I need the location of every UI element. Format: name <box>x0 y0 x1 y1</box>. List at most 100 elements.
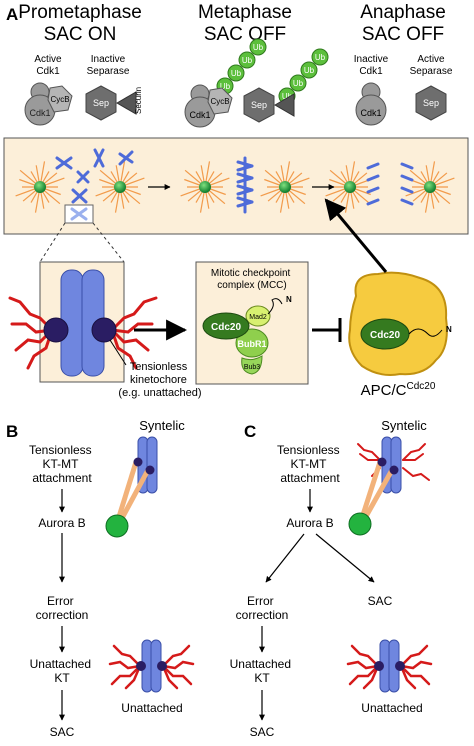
panel-c-sac-right: SAC <box>368 594 393 608</box>
mcc-n-terminus: N <box>286 295 292 304</box>
ub-chain-securin: Ub Ub Ub Ub <box>278 48 329 105</box>
panel-b-syntelic-chromosome <box>105 436 158 538</box>
ub-label: Ub <box>282 92 293 101</box>
panel-b-unattached-label: Unattached <box>121 701 182 715</box>
kinetochore-line1: Tensionless <box>130 361 188 373</box>
cdk1-label: Cdk1 <box>29 108 50 118</box>
anaphase-state: SAC OFF <box>362 24 444 45</box>
anaphase-separase: Sep <box>415 85 447 121</box>
panel-c-aurora: Aurora B <box>286 516 333 530</box>
panel-a-letter: A <box>6 5 18 24</box>
mcc-title-line1: Mitotic checkpoint <box>211 268 291 279</box>
metaphase-state: SAC OFF <box>204 24 286 45</box>
mcc-title-line2: complex (MCC) <box>217 280 286 291</box>
cdc20-label: Cdc20 <box>211 322 241 333</box>
mad2-label: Mad2 <box>249 314 267 321</box>
anaphase-cdk1: Cdk1 <box>355 82 387 126</box>
flow-b-5: Error <box>47 594 74 608</box>
flow-b-8: KT <box>54 671 70 685</box>
spindle-pole <box>279 181 291 193</box>
apc-c-superscript: Cdc20 <box>406 381 435 392</box>
panel-c-unattached-chromosome <box>346 639 433 693</box>
sep-label: Sep <box>93 98 109 108</box>
flow-b-7: Unattached <box>30 657 91 671</box>
apc-activation-arrow <box>324 198 388 273</box>
panel-b-aurora: Aurora B <box>38 516 85 530</box>
prometaphase-state: SAC ON <box>44 24 117 45</box>
flow-c-3: attachment <box>280 471 340 485</box>
metaphase-title: Metaphase <box>198 2 292 23</box>
cdk1-label: Cdk1 <box>189 110 210 120</box>
ub-label: Ub <box>253 43 264 52</box>
kinetochore-line2: kinetochore <box>130 374 187 386</box>
flow-arrow-left <box>265 533 305 583</box>
spindle-pole <box>199 181 211 193</box>
apc-c-main: APC/C <box>361 382 407 399</box>
spindle-pole <box>344 181 356 193</box>
zoomed-chromosome <box>60 269 105 377</box>
cycb-label: CycB <box>50 95 69 104</box>
kinetochore-line3: (e.g. unattached) <box>118 387 201 399</box>
flow-c-2: KT-MT <box>290 457 327 471</box>
flow-b-1: Tensionless <box>29 443 92 457</box>
flow-c-9: KT <box>254 671 270 685</box>
metaphase-separase-securin: Sep <box>243 87 295 123</box>
metaphase-cdk1-cycb: CycB Cdk1 <box>184 84 233 128</box>
inactive-separase-line1: Inactive <box>91 54 126 65</box>
mcc-complex: Cdc20 Mad2 BubR1 Bub3 N <box>202 295 292 375</box>
spindle-pole <box>424 181 436 193</box>
flow-c-5: Error <box>247 594 274 608</box>
panel-c-syntelic-title: Syntelic <box>381 418 427 433</box>
separase-securin-complex: Sep Securin <box>85 85 143 121</box>
kinetochore <box>43 317 69 343</box>
panel-b-tensionless: Tensionless KT-MT attachment <box>29 443 95 485</box>
panel-b-letter: B <box>6 422 18 441</box>
ub-label: Ub <box>315 53 326 62</box>
active-separase-line2: Separase <box>410 66 453 77</box>
inactive-cdk1-line2: Cdk1 <box>359 66 383 77</box>
ub-label: Ub <box>220 82 231 91</box>
panel-c-syntelic-chromosome <box>348 436 430 536</box>
flow-b-6: correction <box>36 608 89 622</box>
flow-b-2: KT-MT <box>42 457 79 471</box>
panel-c-tensionless: Tensionless KT-MT attachment <box>277 443 343 485</box>
inactive-separase-line2: Separase <box>87 66 130 77</box>
ub-label: Ub <box>304 66 315 75</box>
flow-arrow-right <box>315 533 375 583</box>
spindle-pole <box>34 181 46 193</box>
panel-c-unattached-kt: Unattached KT <box>230 657 295 685</box>
flow-b-3: attachment <box>32 471 92 485</box>
panel-b-unattached-chromosome <box>108 639 195 693</box>
flow-c-8: Unattached <box>230 657 291 671</box>
panel-c-sac-bottom: SAC <box>250 725 275 739</box>
apc-n-terminus: N <box>446 325 452 334</box>
inactive-cdk1-line1: Inactive <box>354 54 389 65</box>
scattered-chromosomes <box>55 148 134 204</box>
flow-c-6: correction <box>236 608 289 622</box>
cdk1-cycb-complex: CycB Cdk1 <box>24 82 73 126</box>
apc-c-label: APC/CCdc20 <box>361 381 436 399</box>
active-separase-line1: Active <box>417 54 445 65</box>
aligned-chromosomes <box>236 156 254 214</box>
cdk1-label: Cdk1 <box>360 108 381 118</box>
spindle-pole <box>114 181 126 193</box>
active-cdk1-line1: Active <box>34 54 62 65</box>
anaphase-title: Anaphase <box>360 2 446 23</box>
sep-label: Sep <box>251 100 267 110</box>
panel-b-unattached-kt: Unattached KT <box>30 657 95 685</box>
panel-b-sac: SAC <box>50 725 75 739</box>
kinetochore-label: Tensionless kinetochore (e.g. unattached… <box>118 361 201 399</box>
panel-c-unattached-label: Unattached <box>361 701 422 715</box>
prometaphase-title: Prometaphase <box>18 2 142 23</box>
active-cdk1-line2: Cdk1 <box>36 66 60 77</box>
cycb-label: CycB <box>210 97 229 106</box>
flow-c-1: Tensionless <box>277 443 340 457</box>
apc-cdc20-label: Cdc20 <box>370 330 400 341</box>
panel-c-error-correction: Error correction <box>236 594 289 622</box>
kinetochore <box>91 317 117 343</box>
panel-b-syntelic-title: Syntelic <box>139 418 185 433</box>
sep-label: Sep <box>423 98 439 108</box>
